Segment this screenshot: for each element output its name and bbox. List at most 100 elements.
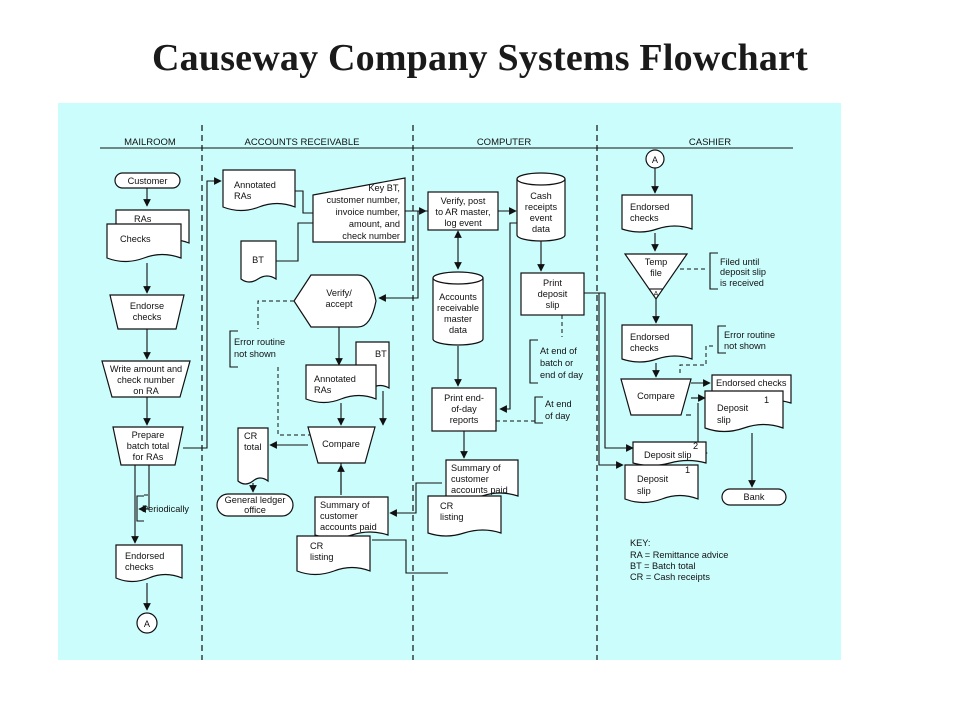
write-amount-manual-op: Write amount and check number on RA xyxy=(101,360,191,398)
svg-text:is received: is received xyxy=(720,278,764,288)
svg-text:customer: customer xyxy=(451,474,489,484)
svg-text:to AR master,: to AR master, xyxy=(435,207,490,217)
svg-text:end of day: end of day xyxy=(540,370,583,380)
ras-checks-documents: RAs Checks xyxy=(106,209,190,263)
svg-text:listing: listing xyxy=(310,552,334,562)
svg-text:Prepare: Prepare xyxy=(132,430,165,440)
svg-text:accounts paid: accounts paid xyxy=(320,522,377,532)
cr-total-document: CR total xyxy=(237,427,269,485)
svg-text:Cash: Cash xyxy=(530,191,551,201)
svg-text:1: 1 xyxy=(685,465,690,475)
svg-text:At end: At end xyxy=(545,399,572,409)
svg-text:invoice number,: invoice number, xyxy=(336,207,400,217)
svg-text:Print end-: Print end- xyxy=(444,393,484,403)
end-of-batch-annotation: At end of batch or end of day xyxy=(529,339,583,384)
connector-a-cashier: A xyxy=(645,149,665,169)
svg-text:Checks: Checks xyxy=(120,234,151,244)
svg-text:batch total: batch total xyxy=(127,441,169,451)
svg-text:checks: checks xyxy=(630,343,659,353)
svg-text:General ledger: General ledger xyxy=(225,495,286,505)
svg-text:Temp: Temp xyxy=(645,257,667,267)
summary-accounts-paid-ar: Summary of customer accounts paid xyxy=(314,496,389,539)
svg-text:slip: slip xyxy=(717,415,731,425)
svg-text:A: A xyxy=(652,155,659,165)
lane-computer: COMPUTER xyxy=(477,137,532,148)
svg-text:Filed until: Filed until xyxy=(720,257,759,267)
svg-text:customer: customer xyxy=(320,511,358,521)
svg-text:BT = Batch total: BT = Batch total xyxy=(630,561,695,571)
svg-text:Endorsed checks: Endorsed checks xyxy=(716,378,787,388)
svg-text:Endorsed: Endorsed xyxy=(630,332,669,342)
general-ledger-terminal: General ledger office xyxy=(216,493,294,517)
key-bt-manual-input: Key BT, customer number, invoice number,… xyxy=(312,177,406,243)
svg-text:2: 2 xyxy=(693,441,698,451)
cr-listing-computer: CR listing xyxy=(427,495,502,537)
deposit-slip-1-document: Deposit slip 1 xyxy=(624,464,699,504)
temp-file-storage: Temp file A xyxy=(623,253,689,301)
svg-text:CR = Cash receipts: CR = Cash receipts xyxy=(630,572,710,582)
svg-text:of-day: of-day xyxy=(451,404,477,414)
filed-until-annotation: Filed until deposit slip is received xyxy=(709,252,766,290)
svg-text:listing: listing xyxy=(440,512,464,522)
print-deposit-slip-process: Print deposit slip xyxy=(520,272,585,316)
svg-text:log event: log event xyxy=(444,218,482,228)
compare-manual-op-ar: Compare xyxy=(307,426,376,464)
compare-manual-op-cashier: Compare xyxy=(620,378,692,416)
prepare-batch-total-manual-op: Prepare batch total for RAs xyxy=(112,426,184,466)
svg-text:CR: CR xyxy=(310,541,324,551)
svg-text:master: master xyxy=(444,314,472,324)
svg-text:Verify/: Verify/ xyxy=(326,288,352,298)
svg-text:file: file xyxy=(650,268,662,278)
error-routine-annotation-ar: Error routine not shown xyxy=(229,330,285,368)
customer-terminal: Customer xyxy=(114,172,181,189)
svg-text:Accounts: Accounts xyxy=(439,292,477,302)
lane-mailroom: MAILROOM xyxy=(124,137,176,148)
endorsed-checks-document-top: Endorsed checks xyxy=(621,194,693,233)
svg-text:Error routine: Error routine xyxy=(724,330,775,340)
svg-text:not shown: not shown xyxy=(234,349,276,359)
svg-text:accept: accept xyxy=(325,299,353,309)
lane-cashier: CASHIER xyxy=(689,137,731,148)
svg-text:on RA: on RA xyxy=(133,386,159,396)
svg-text:check number: check number xyxy=(117,375,175,385)
endorsed-checks-document-mid: Endorsed checks xyxy=(621,324,693,363)
svg-text:checks: checks xyxy=(133,312,162,322)
svg-text:deposit slip: deposit slip xyxy=(720,267,766,277)
svg-text:event: event xyxy=(530,213,553,223)
endorse-checks-manual-op: Endorse checks xyxy=(109,294,185,330)
svg-text:RAs: RAs xyxy=(234,191,252,201)
key-legend: KEY: RA = Remittance advice BT = Batch t… xyxy=(630,538,728,582)
svg-text:At end of: At end of xyxy=(540,346,577,356)
svg-text:slip: slip xyxy=(637,486,651,496)
summary-accounts-paid-computer: Summary of customer accounts paid xyxy=(445,459,519,500)
svg-text:RAs: RAs xyxy=(314,385,332,395)
lane-accounts-receivable: ACCOUNTS RECEIVABLE xyxy=(245,137,360,148)
svg-text:not shown: not shown xyxy=(724,341,766,351)
svg-text:Deposit: Deposit xyxy=(637,474,669,484)
svg-text:Summary of: Summary of xyxy=(320,500,370,510)
svg-text:Periodically: Periodically xyxy=(142,504,189,514)
svg-text:accounts paid: accounts paid xyxy=(451,485,508,495)
systems-flowchart: MAILROOM ACCOUNTS RECEIVABLE COMPUTER CA… xyxy=(58,103,841,660)
svg-text:Write amount and: Write amount and xyxy=(110,364,182,374)
svg-text:deposit: deposit xyxy=(538,289,568,299)
svg-text:CR: CR xyxy=(440,501,454,511)
svg-text:Deposit: Deposit xyxy=(717,403,749,413)
svg-text:receivable: receivable xyxy=(437,303,479,313)
annotated-ras-document-mid: Annotated RAs xyxy=(305,364,377,404)
svg-text:Deposit slip: Deposit slip xyxy=(644,450,692,460)
periodically-annotation: Periodically xyxy=(136,495,189,522)
svg-text:RAs: RAs xyxy=(134,214,152,224)
connector-a-offpage: A xyxy=(136,612,158,634)
svg-text:amount, and: amount, and xyxy=(349,219,400,229)
svg-text:Endorsed: Endorsed xyxy=(125,551,164,561)
svg-text:Annotated: Annotated xyxy=(314,374,356,384)
svg-text:checks: checks xyxy=(630,213,659,223)
bank-terminal: Bank xyxy=(721,488,787,506)
svg-text:check number: check number xyxy=(342,231,400,241)
cash-receipts-database: Cash receipts event data xyxy=(516,172,566,242)
svg-text:BT: BT xyxy=(375,349,387,359)
svg-text:Compare: Compare xyxy=(322,439,360,449)
svg-text:data: data xyxy=(449,325,468,335)
svg-text:1: 1 xyxy=(764,395,769,405)
